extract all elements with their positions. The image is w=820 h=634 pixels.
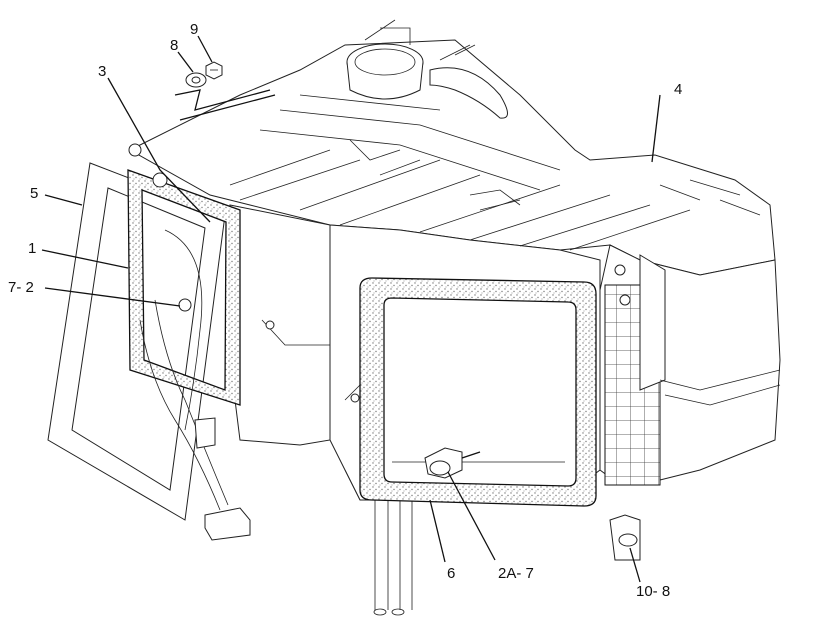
- nut-icon: [205, 61, 223, 80]
- callout-3: 3: [98, 63, 106, 80]
- hvac-housing: [128, 19, 781, 616]
- wiring-harness: [128, 143, 251, 541]
- callout-4: 4: [674, 81, 682, 98]
- temperature-sensor: [424, 447, 481, 479]
- left-gasket: [127, 169, 241, 406]
- access-panel-gasket: [359, 277, 597, 507]
- washer-icon: [185, 72, 207, 88]
- bracket-line: [174, 89, 276, 121]
- callout-2a-7: 2A- 7: [498, 565, 534, 582]
- callout-5: 5: [30, 185, 38, 202]
- leader-lines: [41, 35, 661, 583]
- callout-8: 8: [170, 37, 178, 54]
- callout-7-2: 7- 2: [8, 279, 34, 296]
- callout-9: 9: [190, 21, 198, 38]
- callout-6: 6: [447, 565, 455, 582]
- callout-10-8: 10- 8: [636, 583, 670, 600]
- callout-1: 1: [28, 240, 36, 257]
